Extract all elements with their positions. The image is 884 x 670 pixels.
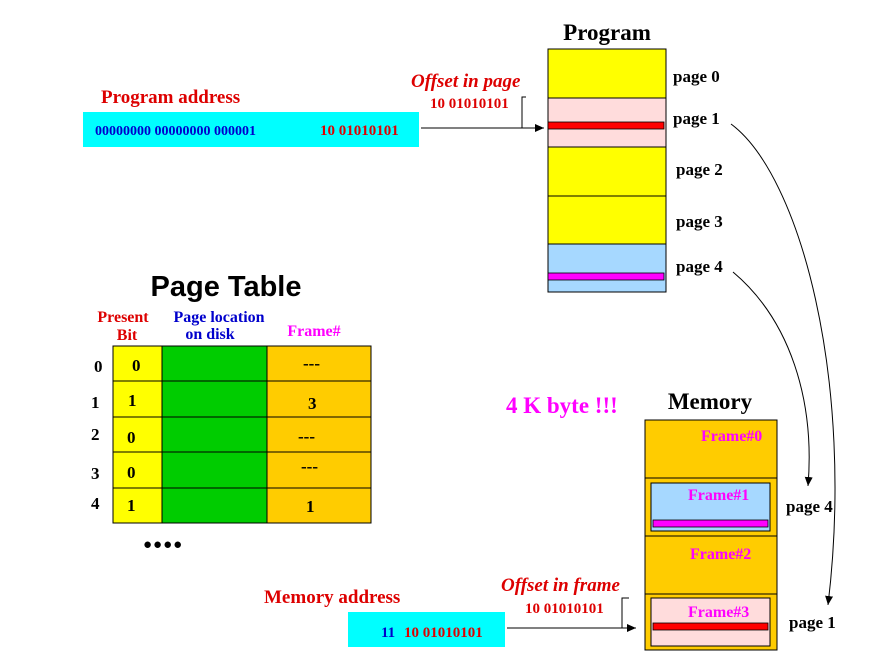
program-page-2-label: page 2 bbox=[676, 160, 723, 179]
memory-address-box bbox=[348, 612, 505, 647]
program-page-1-label: page 1 bbox=[673, 109, 720, 128]
frame-3-offset-marker bbox=[652, 622, 769, 631]
frame-1-offset-marker bbox=[652, 519, 769, 528]
page-location-header-line2: on disk bbox=[185, 326, 234, 343]
program-page-4-block bbox=[547, 243, 667, 293]
page-table-row-index: 2 bbox=[91, 425, 100, 444]
page-table-row-index: 4 bbox=[91, 494, 100, 513]
memory-frames bbox=[644, 419, 778, 651]
offset-in-frame-bracket bbox=[621, 597, 634, 629]
memory-address-offset-bits: 10 01010101 bbox=[404, 625, 483, 641]
page-4-offset-marker bbox=[547, 272, 665, 281]
program-title: Program bbox=[563, 20, 651, 45]
memory-address-frame-bits: 11 bbox=[381, 625, 395, 641]
page-table-row-index: 1 bbox=[91, 393, 100, 412]
more-rows-ellipsis: ●●●● bbox=[143, 536, 183, 553]
frame-number-column bbox=[266, 345, 372, 524]
frame-3-page-label: page 1 bbox=[789, 613, 836, 632]
present-bit-header-line2: Bit bbox=[117, 327, 138, 344]
memory-address-label: Memory address bbox=[264, 587, 400, 608]
program-page-0-block bbox=[547, 48, 667, 99]
frame-1-label: Frame#1 bbox=[688, 487, 749, 504]
present-bit-value: 0 bbox=[127, 463, 136, 482]
page-table-row-index: 0 bbox=[94, 357, 103, 376]
frame-number-value: --- bbox=[303, 354, 320, 373]
page-table-row-index: 3 bbox=[91, 464, 100, 483]
frame-number-value: 1 bbox=[306, 497, 315, 516]
frame-number-header: Frame# bbox=[287, 323, 340, 340]
program-page-2-block bbox=[547, 146, 667, 197]
present-bit-header-line1: Present bbox=[97, 309, 149, 326]
page-location-header-line1: Page location bbox=[173, 309, 264, 326]
frame-3-contents bbox=[650, 597, 771, 647]
program-address-offset-bits: 10 01010101 bbox=[320, 123, 399, 139]
page-4-to-frame-1-arrow bbox=[732, 271, 813, 487]
present-bit-value: 0 bbox=[127, 428, 136, 447]
page-size-note: 4 K byte !!! bbox=[506, 393, 618, 418]
program-page-3-label: page 3 bbox=[676, 212, 723, 231]
program-page-4-label: page 4 bbox=[676, 257, 723, 276]
frame-0-label: Frame#0 bbox=[701, 428, 762, 445]
offset-in-frame-value: 10 01010101 bbox=[525, 601, 604, 617]
program-page-3-block bbox=[547, 195, 667, 245]
present-bit-value: 1 bbox=[127, 496, 136, 515]
present-bit-value: 1 bbox=[128, 391, 137, 410]
program-address-page-bits: 00000000 00000000 000001 bbox=[95, 124, 256, 139]
program-address-label: Program address bbox=[101, 87, 240, 108]
offset-in-page-label: Offset in page bbox=[411, 71, 521, 92]
present-bit-value: 0 bbox=[132, 356, 141, 375]
frame-number-value: --- bbox=[298, 427, 315, 446]
frame-3-label: Frame#3 bbox=[688, 604, 749, 621]
frame-1-page-label: page 4 bbox=[786, 497, 833, 516]
memory-title: Memory bbox=[668, 389, 753, 414]
disk-location-column bbox=[161, 345, 268, 524]
offset-in-frame-label: Offset in frame bbox=[501, 575, 620, 596]
program-address-box bbox=[83, 112, 419, 147]
page-1-to-frame-3-arrow bbox=[730, 123, 836, 606]
page-table-title: Page Table bbox=[151, 271, 302, 303]
frame-number-value: 3 bbox=[308, 394, 317, 413]
frame-2-label: Frame#2 bbox=[690, 546, 751, 563]
present-bit-column bbox=[112, 345, 163, 524]
offset-in-page-value: 10 01010101 bbox=[430, 96, 509, 112]
page-table-grid bbox=[112, 345, 372, 524]
offset-in-page-bracket bbox=[521, 96, 541, 129]
frame-number-value: --- bbox=[301, 457, 318, 476]
page-1-offset-marker bbox=[547, 121, 665, 130]
program-pages bbox=[547, 48, 667, 293]
program-page-0-label: page 0 bbox=[673, 67, 720, 86]
